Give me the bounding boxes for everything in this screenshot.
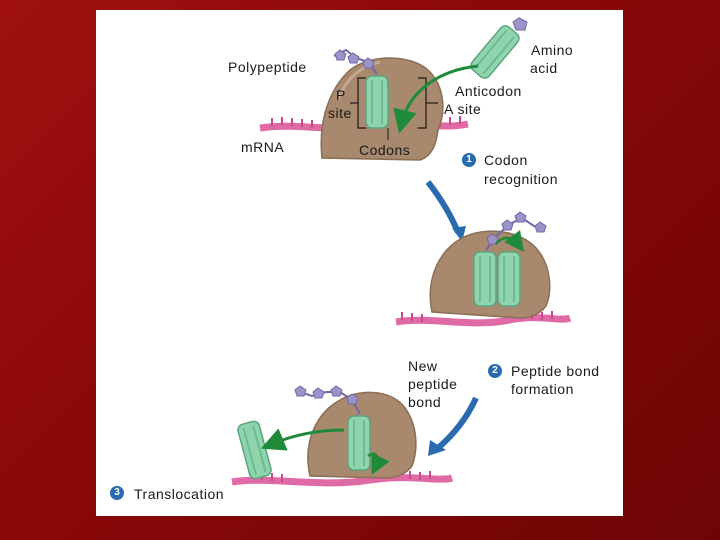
trna-incoming-1 — [470, 25, 520, 79]
trna-exiting-3 — [237, 420, 272, 480]
label-step1-2: recognition — [484, 171, 558, 187]
arrow-trna-entry — [393, 64, 479, 134]
arrow-trna-exit — [260, 428, 345, 451]
label-amino-acid-1: Amino — [531, 42, 574, 58]
step-badge-2: 2 — [488, 364, 502, 378]
stage-3-ribosome — [231, 385, 454, 487]
label-new-peptide-3: bond — [408, 394, 442, 410]
label-amino-acid-2: acid — [530, 60, 558, 76]
label-a-site: A site — [444, 101, 482, 117]
amino-acid-incoming — [512, 17, 528, 31]
stage-2-ribosome — [395, 211, 572, 327]
trna-a-site-2 — [497, 251, 521, 307]
label-step3: Translocation — [134, 486, 225, 502]
polypeptide-chain-3 — [294, 385, 361, 415]
step-badge-1: 1 — [462, 153, 476, 167]
stage-1-ribosome — [259, 17, 528, 161]
step-arrow-2-head — [428, 440, 446, 456]
label-mrna: mRNA — [241, 139, 285, 155]
label-codons: Codons — [359, 142, 411, 158]
step-arrow-1 — [425, 180, 461, 234]
label-new-peptide-2: peptide — [408, 376, 458, 392]
label-step2-1: Peptide bond — [511, 363, 600, 379]
mrna-strand-2 — [395, 314, 572, 327]
step-arrow-2 — [436, 396, 479, 451]
step-badge-3: 3 — [110, 486, 124, 500]
trna-p-site-3 — [347, 415, 371, 471]
label-anticodon: Anticodon — [455, 83, 522, 99]
label-p-site-2: site — [328, 105, 352, 121]
label-polypeptide: Polypeptide — [228, 59, 307, 75]
polypeptide-chain-1 — [333, 48, 378, 75]
trna-p-site-2 — [473, 251, 497, 307]
label-new-peptide-1: New — [408, 358, 438, 374]
trna-p-site-1 — [365, 75, 389, 129]
label-step2-2: formation — [511, 381, 574, 397]
label-step1-1: Codon — [484, 152, 528, 168]
mrna-strand-3 — [231, 474, 454, 487]
label-p-site-1: P — [336, 87, 346, 103]
polypeptide-chain-2 — [485, 211, 547, 251]
